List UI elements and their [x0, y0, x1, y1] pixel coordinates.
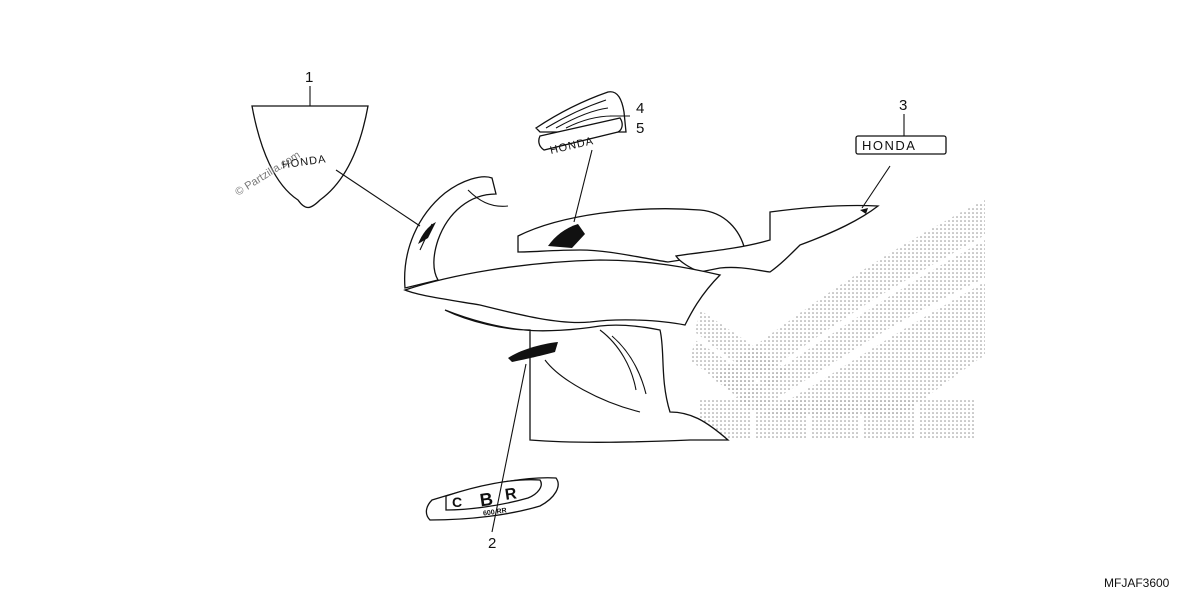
part-2-letter-top: B — [479, 489, 495, 511]
callout-2: 2 — [488, 535, 496, 552]
part-2-letter-right: R — [504, 485, 518, 504]
part-2-model-emblem[interactable]: C B R 600 RR — [425, 477, 559, 521]
callout-1: 1 — [305, 69, 313, 86]
decal-placements — [418, 208, 868, 362]
callout-4: 4 — [636, 100, 644, 117]
diagram-code: MFJAF3600 — [1104, 576, 1170, 590]
part-3-honda-decal[interactable]: HONDA — [855, 135, 947, 155]
part-3-brand-text: HONDA — [862, 138, 916, 153]
motorcycle-fairing — [403, 176, 880, 443]
honda-wordmark-dotted — [700, 400, 976, 438]
part-2-letter-left: C — [452, 494, 462, 510]
part-2-bottom-text: 600 RR — [483, 507, 507, 517]
part-4-5-tank-emblem[interactable]: HONDA — [534, 91, 627, 157]
honda-wing-logo-dotted — [690, 200, 985, 416]
part-1-cowl-emblem[interactable]: HONDA — [251, 105, 369, 209]
callout-5: 5 — [636, 120, 644, 137]
callout-3: 3 — [899, 97, 907, 114]
